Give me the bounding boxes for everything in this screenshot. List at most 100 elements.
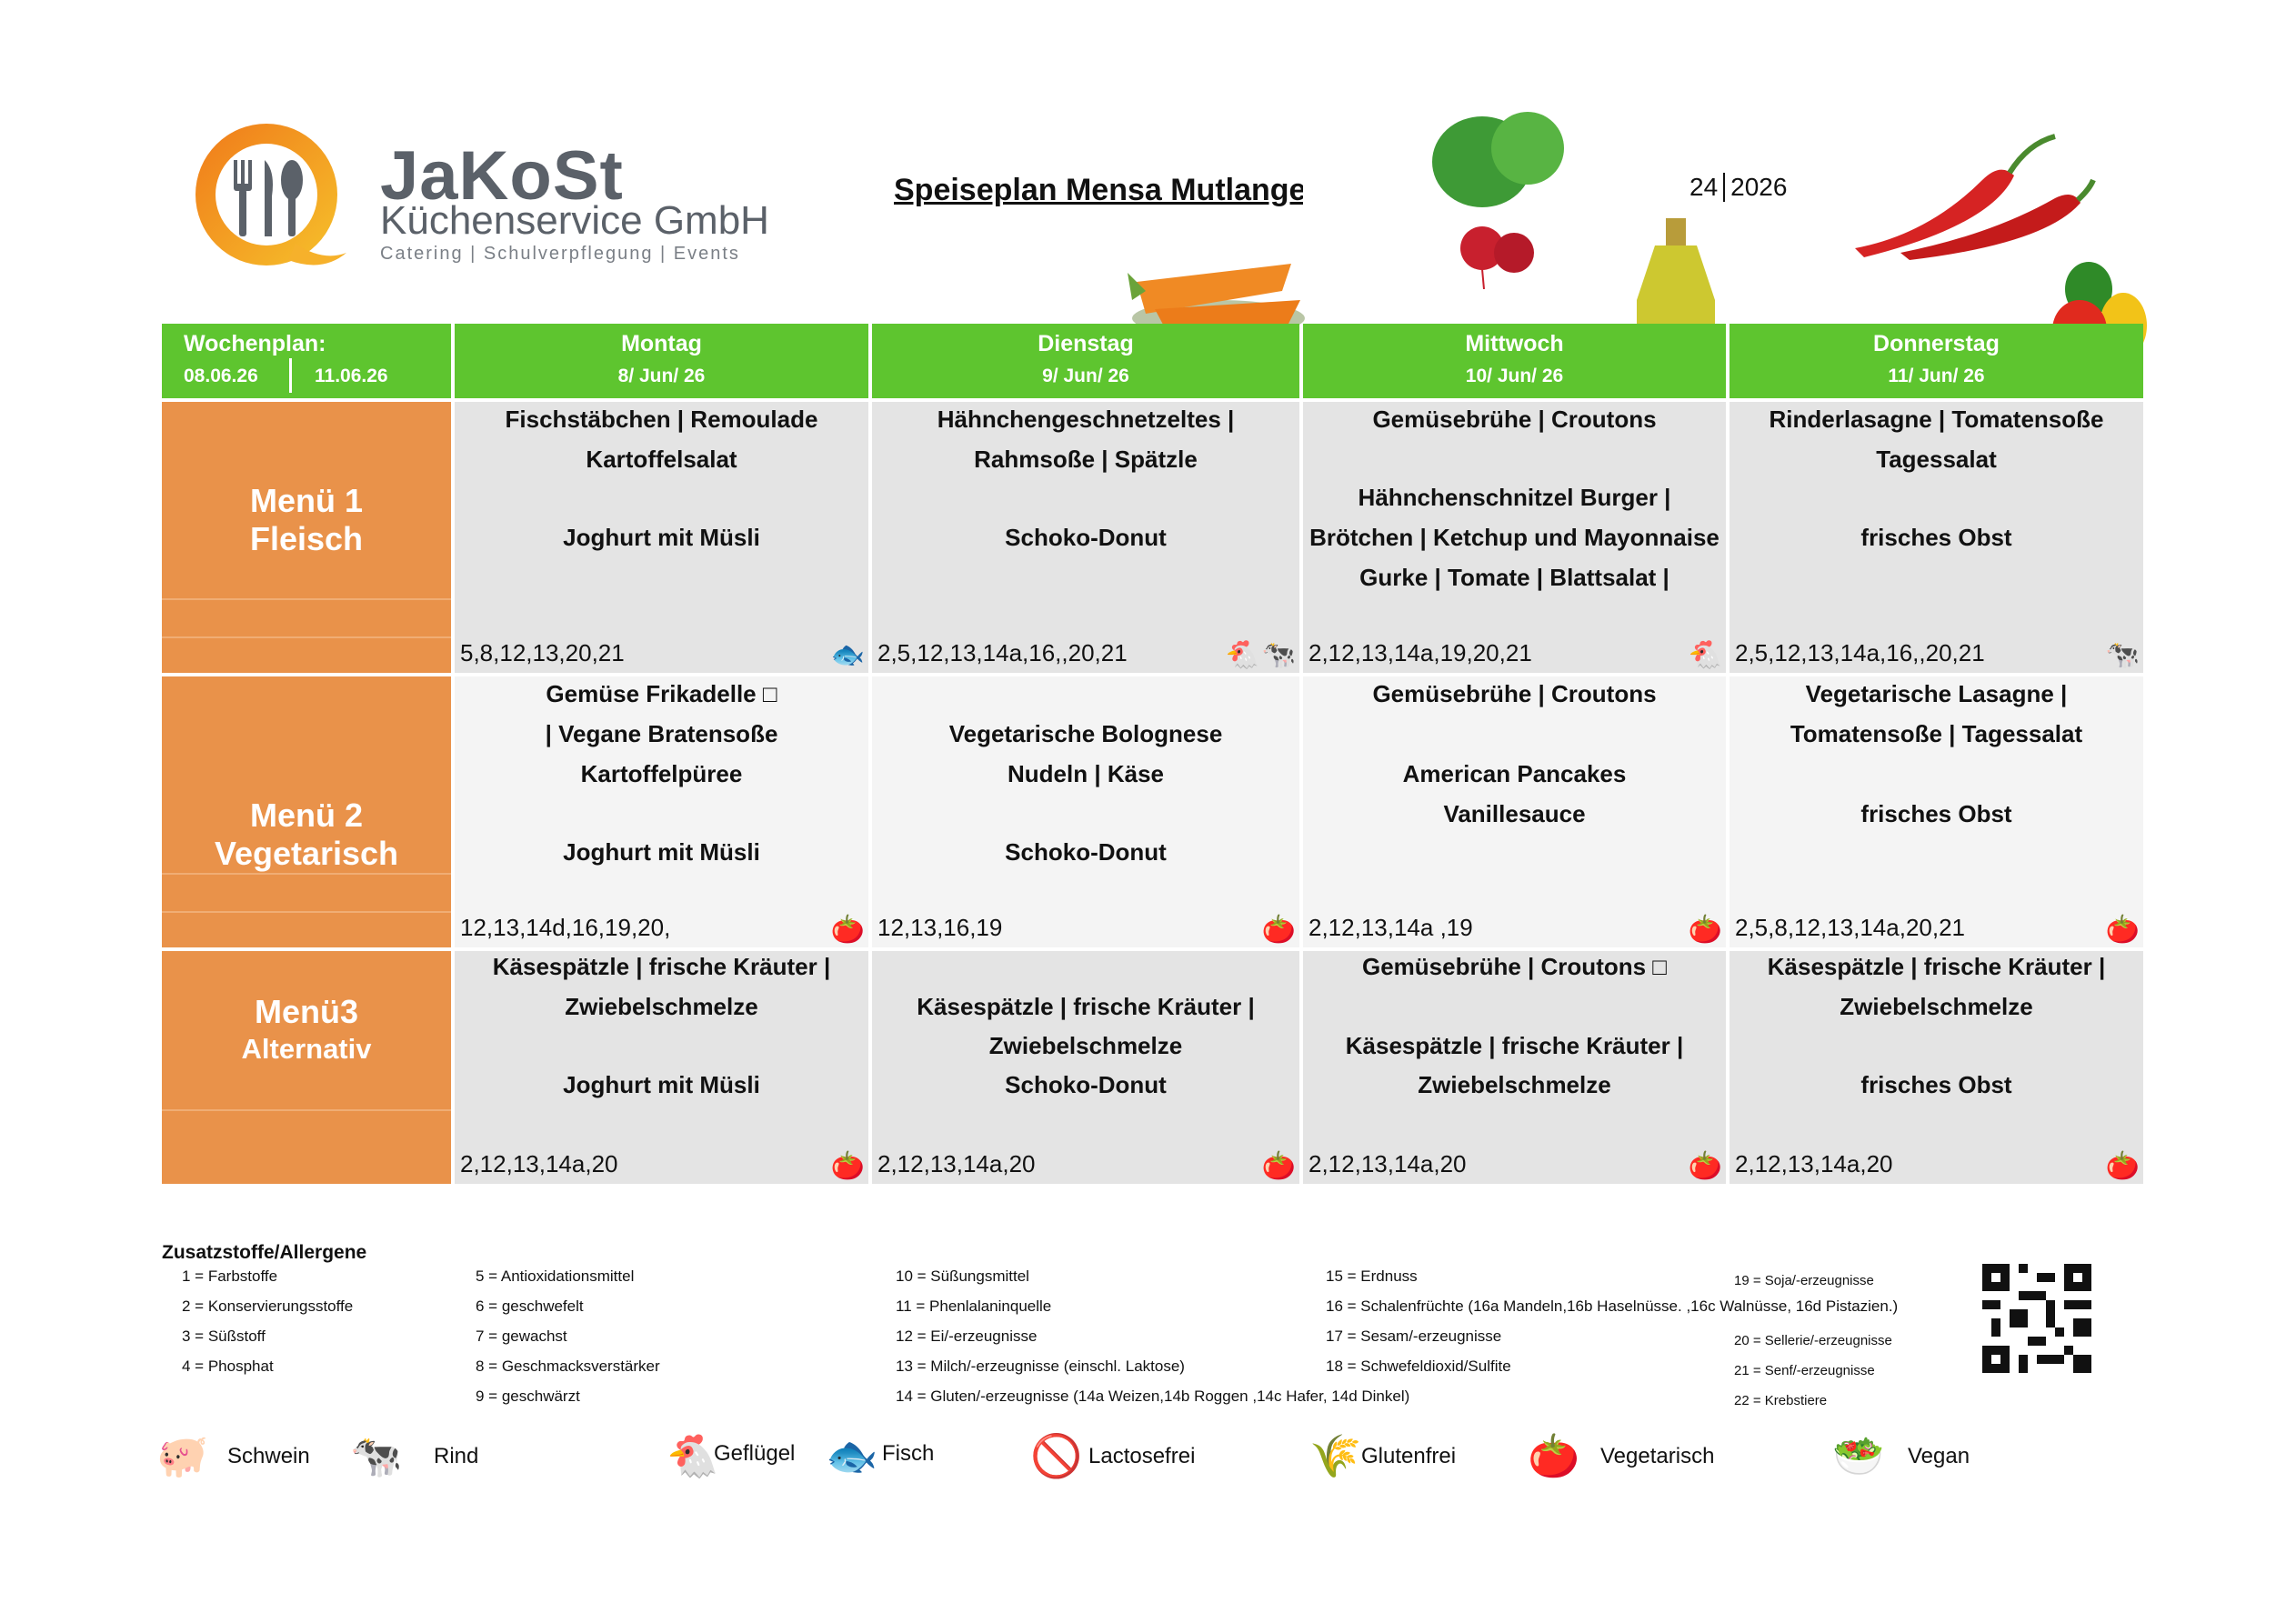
dessert-line: Joghurt mit Müsli — [563, 838, 760, 866]
day-date: 9/ Jun/ 26 — [1042, 366, 1129, 386]
dish-line: Hähnchengeschnetzeltes | — [937, 406, 1235, 433]
dish-line: Vanillesauce — [1443, 800, 1586, 827]
row-label-subtitle: Vegetarisch — [214, 835, 399, 872]
day-date: 8/ Jun/ 26 — [617, 366, 706, 386]
symbol-label: Rind — [434, 1444, 479, 1468]
legend-item: 6 = geschwefelt — [476, 1297, 584, 1315]
menu-cell-menu2-tuesday: Vegetarische Bolognese Nudeln | Käse Sch… — [872, 676, 1299, 947]
allergen-codes: 2,5,12,13,14a,16,,20,21 — [1735, 639, 1985, 666]
symbol-label: Geflügel — [714, 1441, 796, 1466]
vegetarian-icon: 🍅 — [830, 915, 865, 945]
row-label-menu1: Menü 1 Fleisch — [162, 402, 451, 673]
dish-line: Zwiebelschmelze — [988, 1032, 1183, 1059]
dish-line: Käsespätzle | frische Kräuter | — [492, 953, 831, 980]
week-separator — [289, 358, 292, 393]
day-header-tuesday: Dienstag 9/ Jun/ 26 — [872, 324, 1299, 398]
menu-cell-menu3-wednesday: Gemüsebrühe | Croutons □ Käsespätzle | f… — [1303, 951, 1726, 1184]
vegetarian-icon: 🍅 — [1688, 915, 1722, 945]
dish-line: American Pancakes — [1402, 760, 1627, 787]
day-name: Montag — [621, 331, 702, 356]
row-label-title: Menü 1 — [249, 482, 363, 519]
week-start-date: 08.06.26 — [184, 366, 258, 386]
legend-item: 8 = Geschmacksverstärker — [476, 1358, 660, 1375]
day-name: Mittwoch — [1465, 331, 1564, 356]
day-date: 10/ Jun/ 26 — [1465, 366, 1564, 386]
legend-item: 17 = Sesam/-erzeugnisse — [1326, 1327, 1502, 1345]
dish-line: Brötchen | Ketchup und Mayonnaise — [1309, 524, 1719, 551]
symbol-label: Vegan — [1908, 1444, 1970, 1468]
day-name: Dienstag — [1038, 331, 1134, 356]
brand-subtitle: Küchenservice GmbH — [380, 198, 769, 243]
allergen-codes: 2,12,13,14a,20 — [1735, 1150, 1893, 1177]
dish-line: Gemüsebrühe | Croutons — [1372, 680, 1657, 707]
legend-item: 22 = Krebstiere — [1734, 1393, 1828, 1408]
row-stripe — [162, 911, 451, 913]
legend-item: 4 = Phosphat — [182, 1358, 274, 1375]
allergen-codes: 12,13,16,19 — [877, 914, 1003, 941]
dish-line: Zwiebelschmelze — [1840, 993, 2033, 1020]
row-stripe — [162, 636, 451, 638]
dish-line: Tomatensoße | Tagessalat — [1790, 720, 2083, 747]
week-range-header: Wochenplan: 08.06.26 11.06.26 — [162, 324, 451, 398]
legend-item: 3 = Süßstoff — [182, 1327, 266, 1345]
legend-item: 10 = Süßungsmittel — [896, 1267, 1029, 1285]
row-label-menu2: Menü 2 Vegetarisch — [162, 676, 451, 947]
row-stripe — [162, 598, 451, 600]
week-end-date: 11.06.26 — [315, 366, 388, 386]
allergen-codes: 2,12,13,14a ,19 — [1308, 914, 1473, 941]
company-logo-icon — [186, 116, 350, 280]
symbol-label: Schwein — [227, 1444, 310, 1468]
dish-line: Nudeln | Käse — [1008, 760, 1164, 787]
fish-icon: 🐟 — [830, 640, 865, 670]
vegetarian-icon: 🍅 — [2105, 915, 2140, 945]
legend-item: 2 = Konservierungsstoffe — [182, 1297, 354, 1315]
vegetarian-icon: 🍅 — [2105, 1151, 2140, 1181]
dish-line: Vegetarische Bolognese — [948, 720, 1223, 747]
menu-cell-menu1-thursday: Rinderlasagne | Tomatensoße Tagessalat f… — [1730, 402, 2143, 673]
menu-cell-menu2-monday: Gemüse Frikadelle □ | Vegane Bratensoße … — [455, 676, 868, 947]
allergen-codes: 2,12,13,14a,20 — [1308, 1150, 1467, 1177]
qr-code-icon[interactable] — [1982, 1264, 2091, 1378]
vegetarian-icon: 🍅 — [1528, 1432, 1580, 1479]
row-label-title: Menü 2 — [249, 796, 363, 834]
legend-item: 20 = Sellerie/-erzeugnisse — [1734, 1333, 1892, 1348]
radish-icon — [1419, 107, 1591, 294]
plan-title: Speiseplan Mensa Mutlange — [894, 173, 1303, 207]
chicken-icon: 🐔 — [1225, 640, 1259, 670]
dish-line: Rinderlasagne | Tomatensoße — [1769, 406, 2104, 433]
dish-line: Kartoffelpüree — [580, 760, 743, 787]
menu-cell-menu2-thursday: Vegetarische Lasagne | Tomatensoße | Tag… — [1730, 676, 2143, 947]
dish-line: Vegetarische Lasagne | — [1805, 680, 2068, 707]
row-label-subtitle: Fleisch — [249, 520, 364, 557]
dessert-line: frisches Obst — [1860, 524, 2012, 551]
brand-name: JaKoSt — [380, 137, 624, 215]
dish-line: Rahmsoße | Spätzle — [974, 446, 1198, 473]
menu-cell-menu2-wednesday: Gemüsebrühe | Croutons American Pancakes… — [1303, 676, 1726, 947]
dessert-line: Schoko-Donut — [1005, 838, 1167, 866]
row-label-menu3: Menü3 Alternativ — [162, 951, 451, 1184]
menu-cell-menu1-tuesday: Hähnchengeschnetzeltes | Rahmsoße | Spät… — [872, 402, 1299, 673]
dish-line: | Vegane Bratensoße — [545, 720, 778, 747]
cow-icon: 🐄 — [350, 1432, 403, 1479]
day-name: Donnerstag — [1873, 331, 2000, 356]
menu-cell-menu1-wednesday: Gemüsebrühe | Croutons Hähnchenschnitzel… — [1303, 402, 1726, 673]
legend-item: 11 = Phenlalaninquelle — [896, 1297, 1052, 1315]
vegetarian-icon: 🍅 — [1688, 1151, 1722, 1181]
vegan-icon: 🥗 — [1832, 1432, 1885, 1479]
chicken-icon: 🐔 — [667, 1432, 719, 1479]
legend-item: 12 = Ei/-erzeugnisse — [896, 1327, 1038, 1345]
legend-item: 16 = Schalenfrüchte (16a Mandeln,16b Has… — [1326, 1297, 1899, 1315]
legend-item: 5 = Antioxidationsmittel — [476, 1267, 635, 1285]
dish-line: Käsespätzle | frische Kräuter | — [1767, 953, 2106, 980]
year: 2026 — [1730, 173, 1788, 201]
dish-line: Tagessalat — [1876, 446, 1997, 473]
dish-line: Zwiebelschmelze — [1418, 1071, 1611, 1098]
dish-line: Gurke | Tomate | Blattsalat | — [1359, 564, 1669, 591]
dish-line: Käsespätzle | frische Kräuter | — [1345, 1032, 1684, 1059]
row-stripe — [162, 873, 451, 875]
dessert-line: Schoko-Donut — [1005, 524, 1167, 551]
menu-cell-menu3-tuesday: Käsespätzle | frische Kräuter | Zwiebels… — [872, 951, 1299, 1184]
dish-line: Käsespätzle | frische Kräuter | — [917, 993, 1255, 1020]
dish-line: Gemüsebrühe | Croutons □ — [1361, 953, 1668, 980]
symbol-label: Lactosefrei — [1088, 1444, 1196, 1468]
